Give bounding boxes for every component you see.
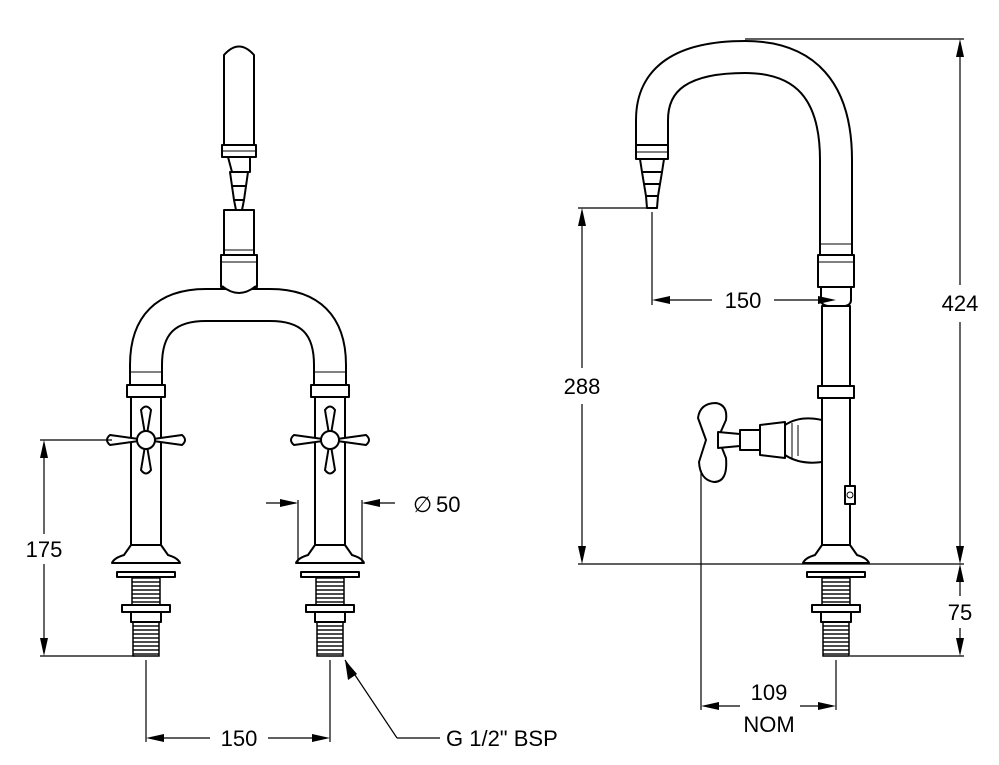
dim-diameter-50-label: 50 [436,492,460,517]
dim-front-150-label: 150 [221,726,258,751]
thread-spec-label: G 1/2" BSP [446,726,558,751]
dim-109-nom-label: NOM [743,712,794,737]
dimension-front-150: 150 [145,660,331,751]
dim-diameter-symbol: ∅ [413,492,432,517]
side-body-column [802,254,870,657]
thread-leader: G 1/2" BSP [344,659,558,751]
dim-175-label: 175 [26,537,63,562]
front-outlet-nozzle [220,45,258,288]
front-right-cross-handle [290,405,370,475]
front-bridge [129,285,347,390]
side-valve-handle [697,402,823,483]
dimension-109: 109 NOM [700,470,837,737]
side-gooseneck [635,40,853,258]
dimension-424: 424 [745,38,979,564]
dim-288-label: 288 [564,374,601,399]
dimension-diameter-50: ∅ 50 [266,492,460,562]
front-right-leg [295,384,365,657]
side-view: 150 288 424 75 [564,38,979,737]
dim-424-label: 424 [942,291,979,316]
side-outlet-nozzle [635,144,669,209]
dimension-175: 175 [18,439,135,657]
dim-109-label: 109 [751,680,788,705]
dimension-75: 75 [850,564,972,657]
dimension-side-150: 150 [651,212,836,313]
dimension-288: 288 [564,207,964,565]
front-view: 175 150 ∅ 50 G 1/2" BSP [18,45,558,751]
front-left-cross-handle [106,405,186,475]
dim-75-label: 75 [948,600,972,625]
dim-side-150-label: 150 [725,288,762,313]
